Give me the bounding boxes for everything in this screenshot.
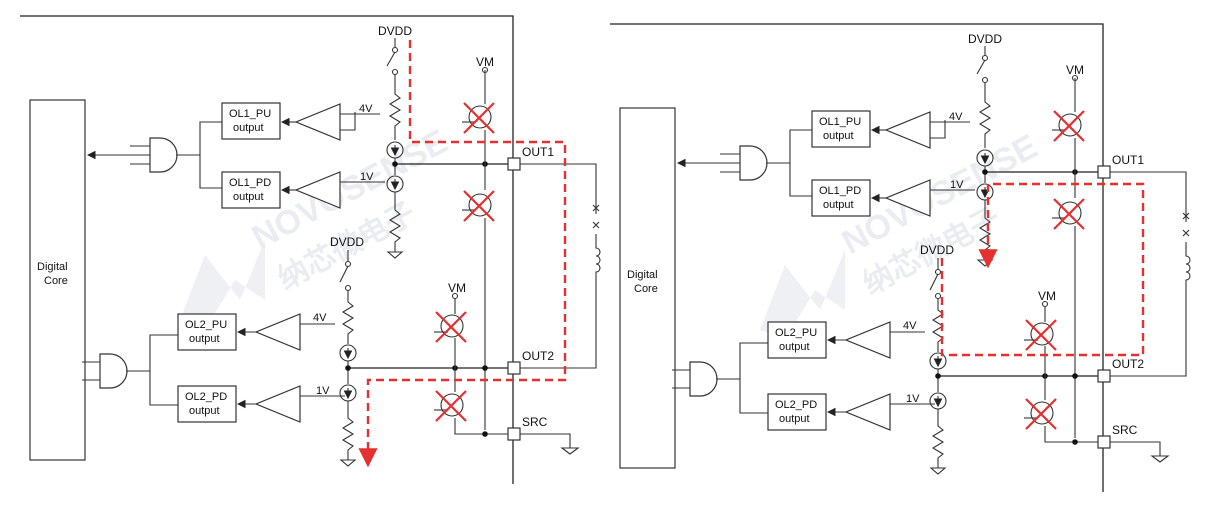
src-label: SRC — [522, 415, 548, 429]
svg-text:output: output — [189, 405, 220, 417]
vm-label-2: VM — [448, 281, 466, 295]
out1-label: OUT1 — [522, 145, 554, 159]
svg-text:4V: 4V — [313, 312, 327, 324]
svg-text:OL1_PD: OL1_PD — [819, 185, 861, 197]
svg-text:output: output — [779, 341, 810, 353]
svg-text:output: output — [823, 130, 854, 142]
svg-text:output: output — [823, 199, 854, 211]
svg-text:SRC: SRC — [1112, 423, 1138, 437]
svg-text:4V: 4V — [903, 320, 917, 332]
svg-text:output: output — [233, 122, 264, 134]
svg-text:4V: 4V — [949, 111, 963, 123]
dvdd-label-2: DVDD — [330, 235, 364, 249]
svg-text:OL1_PU: OL1_PU — [819, 116, 861, 128]
watermark-right: NOVOSENSE 纳芯微电子 — [760, 127, 1044, 340]
dvdd-label-1: DVDD — [378, 24, 412, 38]
svg-text:OUT1: OUT1 — [1112, 153, 1144, 167]
svg-text:output: output — [779, 413, 810, 425]
svg-text:Core: Core — [634, 283, 658, 295]
svg-text:output: output — [233, 191, 264, 203]
svg-text:1V: 1V — [906, 393, 920, 405]
left-panel: DVDD VM Digital Core OL1_PU output OL1_P… — [20, 16, 600, 484]
digital-core-label: Digital — [37, 261, 68, 273]
svg-text:OL2_PD: OL2_PD — [185, 391, 227, 403]
svg-text:OL2_PU: OL2_PU — [185, 319, 227, 331]
svg-text:output: output — [189, 333, 220, 345]
right-panel: DVDD VM Digital Core OL1_PU output OL1_P… — [610, 24, 1190, 492]
svg-text:4V: 4V — [359, 103, 373, 115]
svg-text:Digital: Digital — [627, 269, 658, 281]
svg-text:OL1_PU: OL1_PU — [229, 108, 271, 120]
svg-text:DVDD: DVDD — [968, 32, 1002, 46]
svg-text:1V: 1V — [316, 385, 330, 397]
current-path-right — [940, 182, 1145, 357]
svg-text:OL2_PD: OL2_PD — [775, 399, 817, 411]
watermark-left: NOVOSENSE 纳芯微电子 — [180, 122, 454, 330]
svg-text:DVDD: DVDD — [920, 243, 954, 257]
svg-text:OL1_PD: OL1_PD — [229, 177, 271, 189]
svg-text:OL2_PU: OL2_PU — [775, 327, 817, 339]
svg-text:VM: VM — [1066, 63, 1084, 77]
svg-text:1V: 1V — [950, 179, 964, 191]
out2-label: OUT2 — [522, 349, 554, 363]
svg-text:VM: VM — [1038, 289, 1056, 303]
vm-label-1: VM — [476, 55, 494, 69]
svg-text:OUT2: OUT2 — [1112, 357, 1144, 371]
digital-core-label-2: Core — [44, 275, 68, 287]
current-path-left — [358, 40, 567, 468]
svg-text:1V: 1V — [360, 171, 374, 183]
